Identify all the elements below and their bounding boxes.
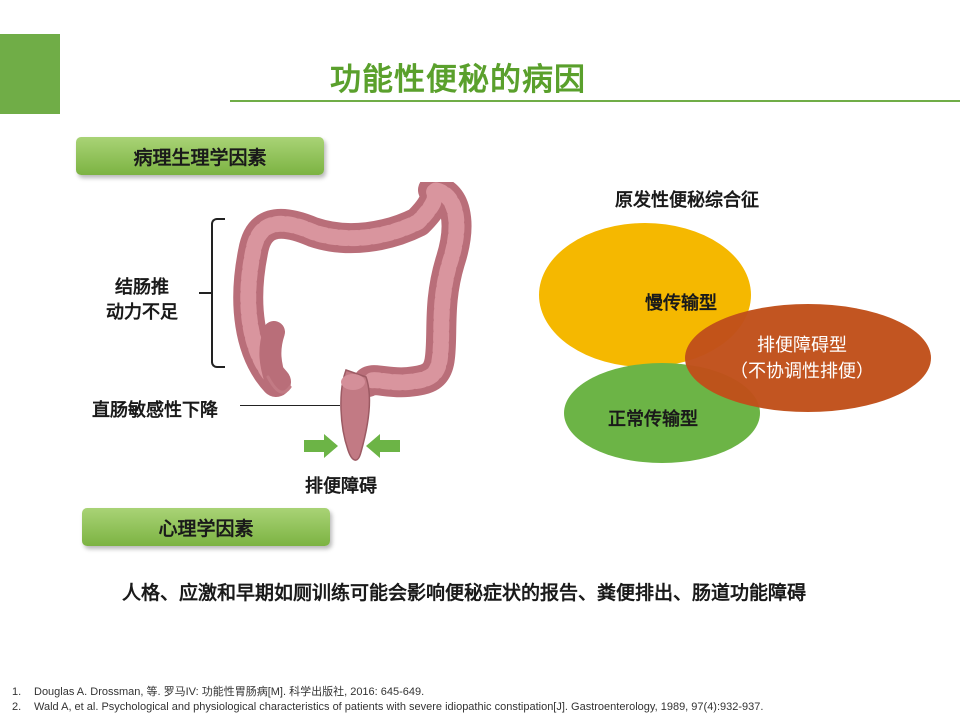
label-rectal-sensitivity: 直肠敏感性下降 bbox=[92, 400, 218, 421]
rectum-pointer-line bbox=[240, 405, 340, 406]
venn-label-slow: 慢传输型 bbox=[645, 293, 717, 314]
venn-label-normal: 正常传输型 bbox=[608, 409, 698, 430]
venn-label-defecation-line2: （不协调性排便） bbox=[730, 361, 874, 382]
ellipse-defecation-disorder bbox=[685, 304, 931, 412]
colon-illustration bbox=[233, 182, 472, 461]
colon-bracket bbox=[211, 218, 225, 368]
arrow-right-icon bbox=[304, 434, 338, 458]
section-pathophysiology: 病理生理学因素 bbox=[76, 137, 324, 175]
label-colon-text: 结肠推 动力不足 bbox=[106, 277, 178, 323]
ellipse-slow-transit bbox=[539, 223, 751, 367]
arrow-left-icon bbox=[366, 434, 400, 458]
label-colon-motility: 结肠推 动力不足 bbox=[106, 275, 178, 325]
reference-2: 2.Wald A, et al. Psychological and physi… bbox=[12, 701, 764, 713]
venn-label-defecation-line1: 排便障碍型 bbox=[757, 335, 847, 356]
constipation-types-diagram bbox=[539, 223, 931, 463]
label-defecation-obstruction: 排便障碍 bbox=[305, 476, 377, 497]
section-psychology: 心理学因素 bbox=[82, 508, 330, 546]
venn-label-defecation: 排便障碍型 （不协调性排便） bbox=[730, 333, 874, 385]
reference-1: 1.Douglas A. Drossman, 等. 罗马IV: 功能性胃肠病[M… bbox=[12, 686, 425, 698]
title-divider bbox=[230, 100, 960, 102]
colon-bracket-tick bbox=[199, 292, 211, 294]
page-title: 功能性便秘的病因 bbox=[330, 62, 586, 98]
rectum bbox=[340, 369, 371, 461]
accent-square bbox=[0, 34, 60, 114]
compression-arrows bbox=[304, 434, 400, 458]
psychology-summary: 人格、应激和早期如厕训练可能会影响便秘症状的报告、粪便排出、肠道功能障碍 bbox=[122, 582, 807, 604]
syndrome-title: 原发性便秘综合征 bbox=[615, 190, 759, 211]
references: 1.Douglas A. Drossman, 等. 罗马IV: 功能性胃肠病[M… bbox=[12, 685, 763, 715]
